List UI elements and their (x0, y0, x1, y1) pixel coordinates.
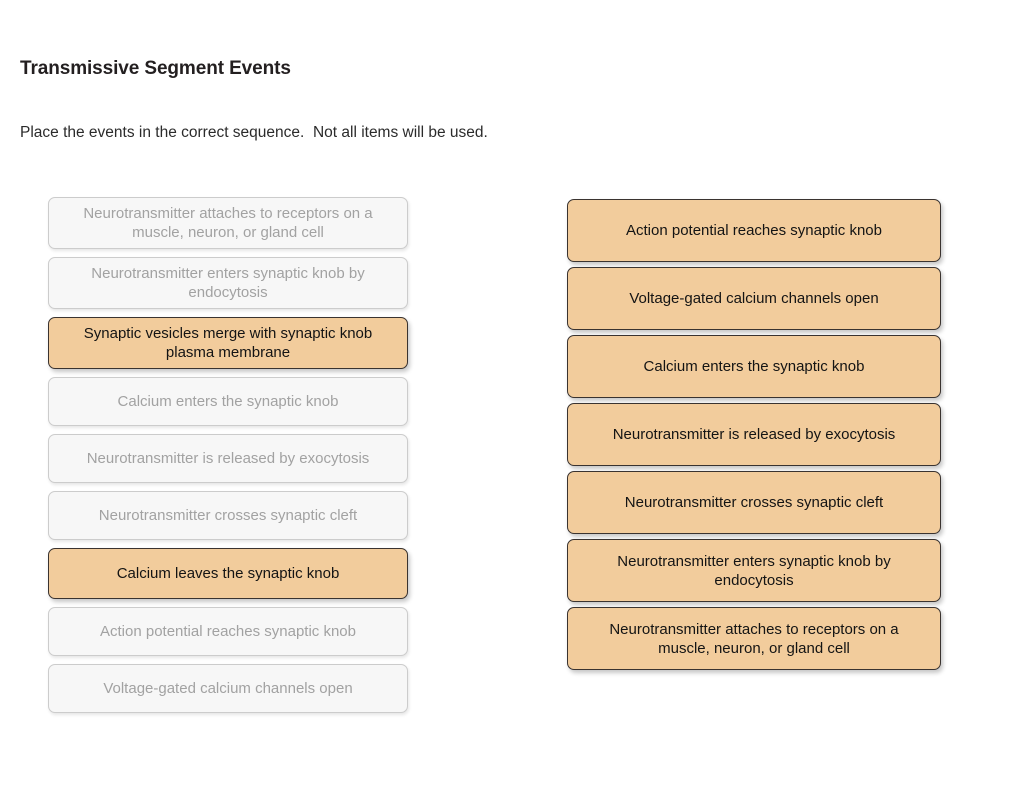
bank-item-2: Neurotransmitter enters synaptic knob by… (48, 257, 408, 309)
answer-item-label: Neurotransmitter crosses synaptic cleft (624, 494, 884, 511)
bank-item-label: Neurotransmitter crosses synaptic cleft (98, 507, 358, 524)
answer-item-7[interactable]: Neurotransmitter attaches to receptors o… (567, 607, 941, 670)
bank-item-label: Voltage-gated calcium channels open (103, 680, 353, 697)
answer-item-2[interactable]: Voltage-gated calcium channels open (567, 267, 941, 330)
bank-item-label: Action potential reaches synaptic knob (100, 623, 356, 640)
answer-item-label: Voltage-gated calcium channels open (629, 290, 879, 307)
bank-item-9: Voltage-gated calcium channels open (48, 664, 408, 713)
bank-item-label: Calcium leaves the synaptic knob (116, 565, 340, 582)
bank-item-5: Neurotransmitter is released by exocytos… (48, 434, 408, 483)
page-title: Transmissive Segment Events (20, 58, 291, 79)
bank-item-4: Calcium enters the synaptic knob (48, 377, 408, 426)
bank-item-label: Synaptic vesicles merge with synaptic kn… (83, 325, 373, 361)
bank-item-label: Neurotransmitter enters synaptic knob by… (91, 265, 365, 301)
answer-item-label: Action potential reaches synaptic knob (626, 222, 882, 239)
answer-item-6[interactable]: Neurotransmitter enters synaptic knob by… (567, 539, 941, 602)
answer-item-label: Neurotransmitter enters synaptic knob by… (617, 552, 891, 589)
bank-item-6: Neurotransmitter crosses synaptic cleft (48, 491, 408, 540)
answer-item-1[interactable]: Action potential reaches synaptic knob (567, 199, 941, 262)
bank-item-7[interactable]: Calcium leaves the synaptic knob (48, 548, 408, 599)
answer-item-label: Neurotransmitter attaches to receptors o… (609, 620, 899, 657)
bank-item-label: Neurotransmitter is released by exocytos… (86, 450, 370, 467)
bank-item-label: Neurotransmitter attaches to receptors o… (83, 205, 373, 241)
answer-item-3[interactable]: Calcium enters the synaptic knob (567, 335, 941, 398)
bank-item-label: Calcium enters the synaptic knob (117, 393, 339, 410)
bank-item-1: Neurotransmitter attaches to receptors o… (48, 197, 408, 249)
answer-item-4[interactable]: Neurotransmitter is released by exocytos… (567, 403, 941, 466)
answer-item-label: Calcium enters the synaptic knob (643, 358, 865, 375)
answer-item-label: Neurotransmitter is released by exocytos… (612, 426, 896, 443)
instruction-text: Place the events in the correct sequence… (20, 124, 488, 141)
bank-item-8: Action potential reaches synaptic knob (48, 607, 408, 656)
item-bank-column: Neurotransmitter attaches to receptors o… (48, 197, 408, 713)
answer-item-5[interactable]: Neurotransmitter crosses synaptic cleft (567, 471, 941, 534)
bank-item-3[interactable]: Synaptic vesicles merge with synaptic kn… (48, 317, 408, 369)
